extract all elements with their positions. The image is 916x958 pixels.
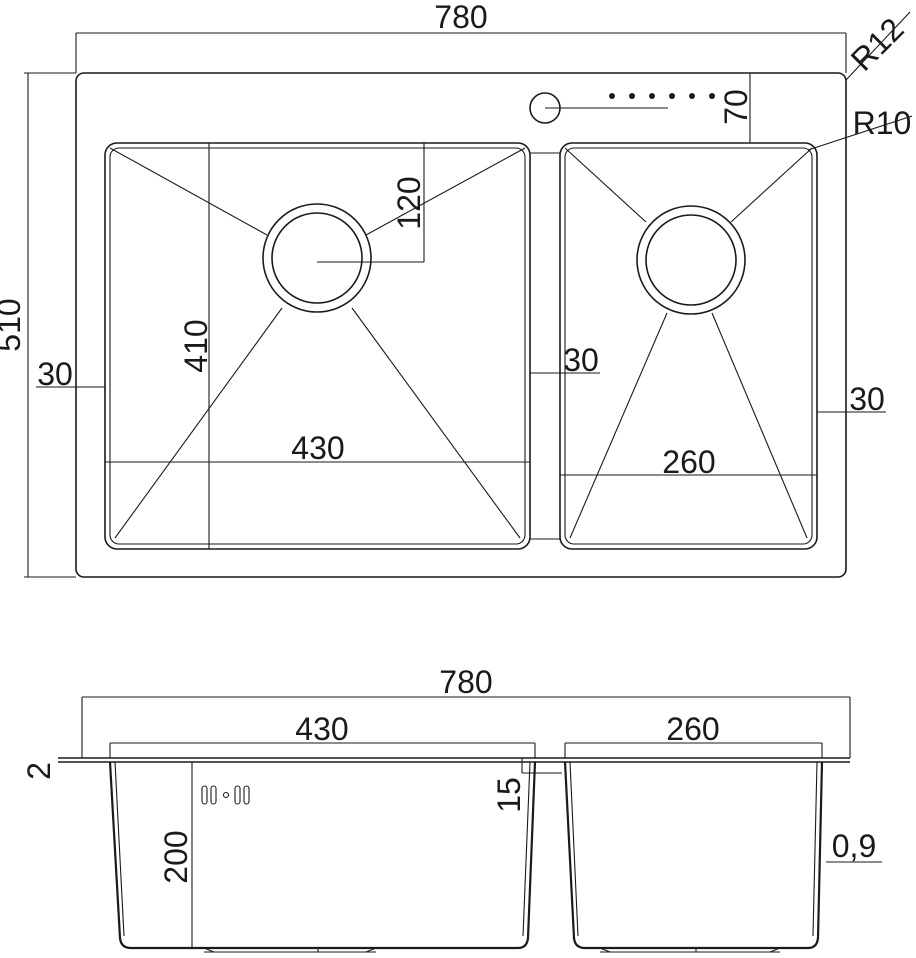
deck-outline — [75, 72, 847, 578]
large-drain-outer — [262, 203, 372, 313]
large-bowl-depth-label: 410 — [178, 319, 214, 372]
bowl-radius-label: R10 — [853, 105, 912, 141]
side-large-bowl-width-label: 430 — [295, 711, 348, 747]
small-drain-inner — [645, 214, 737, 306]
small-bowl-section — [563, 761, 824, 953]
material-thickness-label: 0,9 — [832, 828, 876, 864]
drain-offset-label: 120 — [391, 176, 427, 229]
outer-radius-label: R12 — [844, 11, 911, 78]
deck-thickness-label: 2 — [21, 762, 57, 780]
top-view: 780 R12 510 70 R10 — [0, 0, 913, 578]
small-bowl — [559, 142, 818, 550]
small-bowl-width-label: 260 — [662, 444, 715, 480]
large-drain-inner — [271, 212, 363, 304]
lip-height-label: 15 — [491, 777, 527, 813]
center-divider — [530, 152, 560, 540]
left-rim-label: 30 — [37, 356, 73, 392]
overflow-dots — [609, 93, 715, 99]
side-small-bowl-width-label: 260 — [666, 711, 719, 747]
right-rim-label: 30 — [849, 381, 885, 417]
r12-leader — [845, 11, 911, 81]
overall-width-label: 780 — [434, 0, 487, 35]
side-overall-width-label: 780 — [439, 664, 492, 700]
tap-offset-label: 70 — [718, 89, 754, 125]
large-bowl — [104, 142, 531, 550]
side-view: 780 2 430 200 — [21, 664, 882, 953]
large-bowl-section — [108, 761, 537, 953]
bowl-height-label: 200 — [158, 830, 194, 883]
r10-leader — [807, 115, 913, 151]
overflow-slots — [201, 785, 250, 805]
large-bowl-width-label: 430 — [291, 430, 344, 466]
center-rim-label: 30 — [563, 342, 599, 378]
overall-depth-label: 510 — [0, 298, 27, 351]
small-drain-outer — [636, 205, 746, 315]
